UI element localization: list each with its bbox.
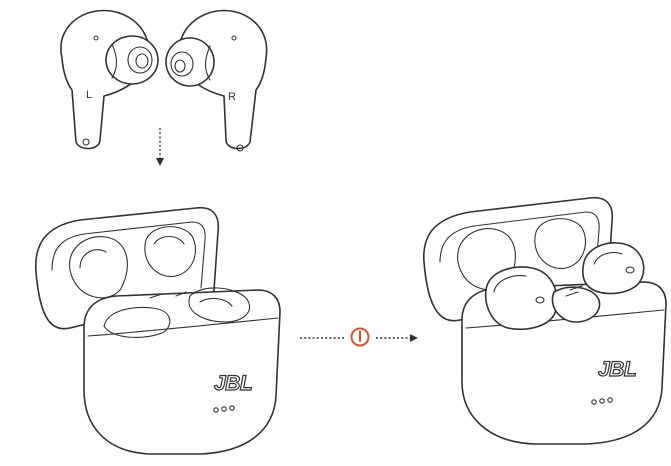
left-case-logo: JBL <box>214 372 252 395</box>
right-ear-tip <box>165 37 215 87</box>
left-case-open: JBL <box>34 206 281 455</box>
right-case-logo: JBL <box>598 358 636 381</box>
right-sensor-dot <box>231 35 237 41</box>
right-case-with-earbuds: JBL <box>423 196 667 445</box>
left-ear-tip <box>105 35 159 85</box>
left-earbud-label: L <box>86 89 92 101</box>
right-case-earbud-right <box>565 242 645 297</box>
insert-arrow <box>156 128 164 166</box>
right-earbud-label: R <box>228 91 236 103</box>
left-charge-contact <box>82 138 90 146</box>
left-earbud: L <box>60 9 159 150</box>
right-case-earbud-left <box>484 266 601 330</box>
left-sensor-dot <box>93 35 99 41</box>
right-charge-contact <box>236 144 244 152</box>
right-earbud: R <box>165 9 268 152</box>
power-on-arrow <box>300 327 418 347</box>
right-case-status-leds <box>591 397 613 405</box>
left-case-status-leds <box>213 405 235 413</box>
power-icon <box>350 327 370 347</box>
